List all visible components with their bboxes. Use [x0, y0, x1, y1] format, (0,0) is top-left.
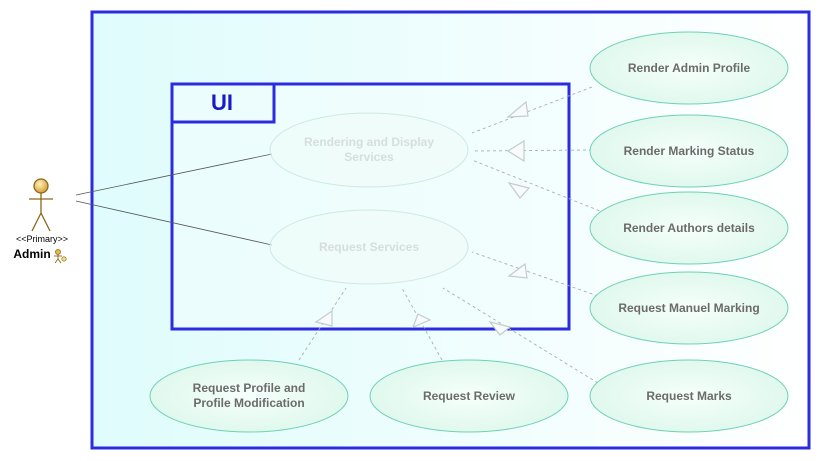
dependency-marking-status: [471, 149, 593, 152]
arrowhead-admin-profile: [506, 100, 529, 118]
usecase-request-profile-label: Request Profile and Profile Modification: [192, 381, 306, 410]
usecase-render-authors-details[interactable]: [589, 191, 789, 265]
arrowhead-manuel-marking: [507, 262, 528, 279]
usecase-request-review-label: Request Review: [422, 388, 516, 403]
actor-stereotype: <<Primary>>: [15, 234, 69, 244]
arrowhead-authors-details: [507, 182, 531, 199]
dependency-manuel-marking: [471, 251, 599, 297]
association-admin-rendering: [75, 153, 273, 196]
usecase-request-profile[interactable]: [149, 359, 349, 433]
arrowhead-request-profile: [314, 309, 333, 327]
usecase-request-services-label: Request Services: [318, 239, 420, 254]
usecase-rendering-label: Rendering and Display Services: [303, 135, 435, 164]
usecase-render-marking-status-label: Render Marking Status: [623, 143, 755, 158]
usecase-rendering[interactable]: [269, 112, 469, 188]
dependency-request-marks: [442, 287, 599, 384]
usecase-request-manuel-marking[interactable]: [589, 271, 789, 345]
actor-icon: [54, 249, 67, 264]
usecase-request-review[interactable]: [369, 359, 569, 433]
arrowhead-request-marks: [488, 320, 512, 336]
dependency-request-review: [401, 287, 443, 361]
usecase-render-admin-profile-label: Render Admin Profile: [627, 60, 751, 75]
arrowhead-marking-status: [506, 139, 525, 163]
usecase-request-manuel-marking-label: Request Manuel Marking: [618, 300, 760, 315]
arrowhead-request-review: [411, 313, 432, 329]
usecase-render-admin-profile[interactable]: [589, 31, 789, 105]
usecase-request-marks-label: Request Marks: [646, 388, 732, 403]
usecase-render-authors-details-label: Render Authors details: [623, 220, 755, 235]
usecase-request-services[interactable]: [269, 209, 469, 285]
ui-package-tab: [172, 84, 276, 124]
association-admin-request: [75, 200, 273, 246]
actor-name: Admin: [13, 247, 51, 261]
usecase-render-marking-status[interactable]: [589, 114, 789, 188]
usecase-request-marks[interactable]: [589, 359, 789, 433]
ui-package-label: UI: [211, 90, 233, 115]
admin-actor-figure[interactable]: [29, 178, 53, 232]
